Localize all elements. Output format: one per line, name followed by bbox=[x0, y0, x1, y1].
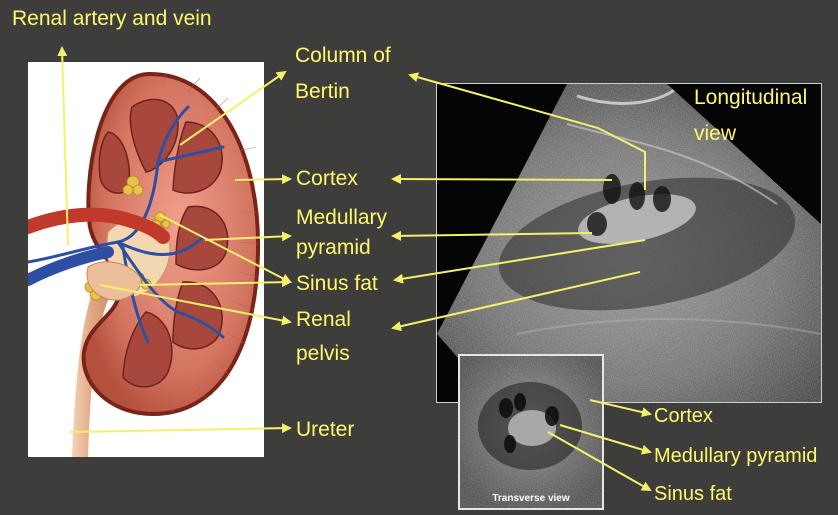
label-ureter: Ureter bbox=[296, 418, 355, 441]
ultrasound-image bbox=[437, 84, 821, 402]
pointer-sinusfat-left-b bbox=[139, 277, 292, 288]
pointer-bertin-left bbox=[179, 70, 287, 146]
renal-vein bbox=[28, 246, 114, 286]
kidney-illustration bbox=[28, 71, 261, 457]
label-cortex: Cortex bbox=[296, 167, 358, 190]
renal-artery bbox=[28, 207, 170, 244]
pyramid-1 bbox=[129, 98, 179, 173]
pointer-sinusfat-left-a bbox=[159, 214, 292, 283]
kidney-illustration-panel bbox=[28, 62, 264, 457]
label-column-of-bertin-2: Bertin bbox=[295, 80, 350, 103]
pointer-medullary-left bbox=[204, 231, 292, 242]
pointer-pelvis-left bbox=[99, 284, 292, 326]
transverse-image bbox=[460, 356, 602, 508]
label-column-of-bertin-1: Column of bbox=[295, 44, 391, 67]
label-tv-sinus-fat: Sinus fat bbox=[654, 483, 732, 505]
pointer-cortex-left bbox=[234, 174, 292, 185]
label-sinus-fat: Sinus fat bbox=[296, 272, 378, 295]
pointer-renal-artery bbox=[57, 46, 69, 246]
pointer-tv-medullary bbox=[559, 424, 652, 455]
pointer-sinusfat-right bbox=[393, 239, 646, 284]
label-renal-pelvis-2: pelvis bbox=[296, 342, 350, 365]
pointer-medullary-right bbox=[391, 230, 593, 241]
pointer-tv-cortex bbox=[589, 399, 652, 418]
label-longitudinal-2: view bbox=[694, 122, 737, 145]
pointer-cortex-right bbox=[391, 174, 613, 185]
label-tv-cortex: Cortex bbox=[654, 405, 713, 427]
pointer-tv-sinusfat bbox=[547, 431, 652, 491]
pyramid-4 bbox=[172, 281, 223, 350]
transverse-ultrasound: Transverse view bbox=[458, 354, 604, 510]
label-longitudinal-1: Longitudinal bbox=[694, 86, 808, 109]
label-medullary-2: pyramid bbox=[296, 236, 371, 259]
pyramid-6 bbox=[98, 131, 130, 194]
pyramid-5 bbox=[122, 311, 173, 388]
label-tv-medullary: Medullary pyramid bbox=[654, 445, 818, 467]
pointer-bertin-right bbox=[408, 72, 646, 190]
pointer-pelvis-right bbox=[391, 271, 641, 332]
pointer-ureter bbox=[69, 423, 292, 434]
transverse-caption: Transverse view bbox=[492, 493, 570, 504]
pyramid-2 bbox=[172, 121, 223, 194]
label-medullary-1: Medullary bbox=[296, 206, 388, 229]
label-renal-pelvis-1: Renal bbox=[296, 308, 351, 331]
label-renal-artery-vein: Renal artery and vein bbox=[12, 7, 212, 30]
